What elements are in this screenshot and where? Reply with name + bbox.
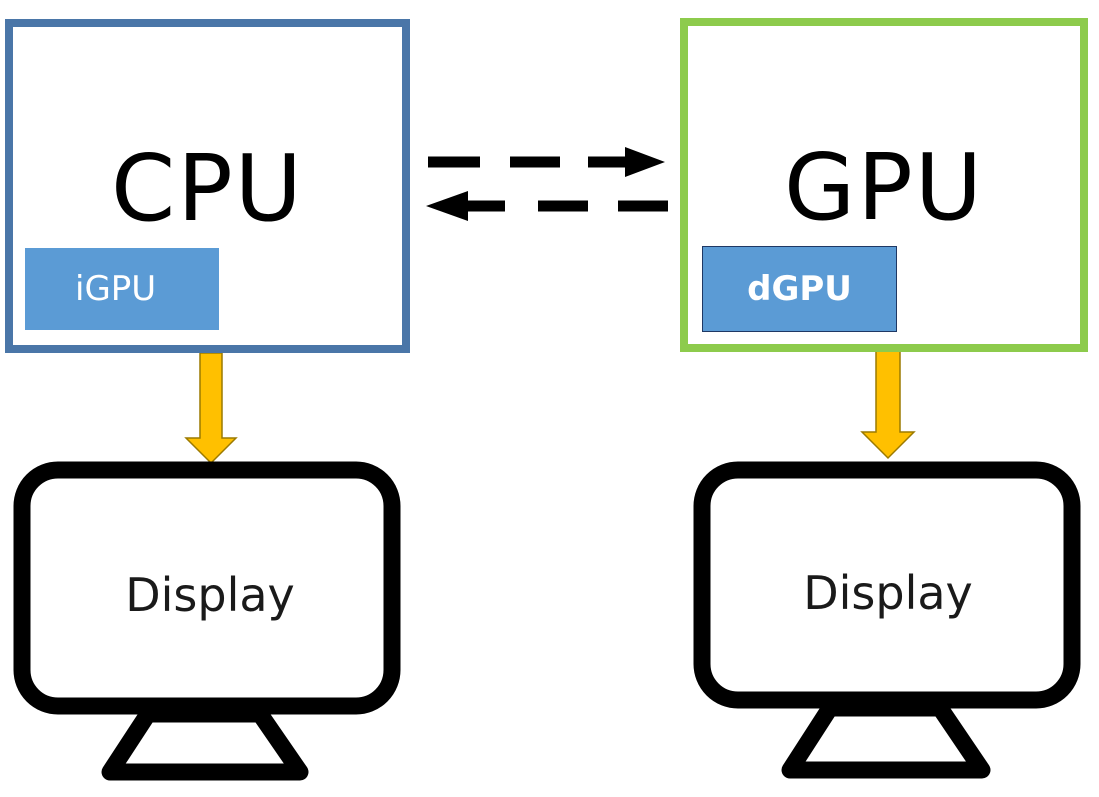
monitor-left-icon xyxy=(13,461,401,781)
dgpu-chip: dGPU xyxy=(702,246,897,332)
monitor-right-icon xyxy=(693,461,1081,779)
display-label-right: Display xyxy=(803,566,973,620)
display-label-left: Display xyxy=(125,568,295,622)
igpu-chip: iGPU xyxy=(25,248,219,330)
arrow-cpu-to-display xyxy=(184,352,238,465)
cpu-label: CPU xyxy=(110,135,305,242)
arrow-gpu-to-cpu xyxy=(426,191,668,221)
arrow-cpu-to-gpu xyxy=(428,147,665,177)
arrow-gpu-to-display xyxy=(860,347,916,460)
gpu-label: GPU xyxy=(783,134,985,241)
